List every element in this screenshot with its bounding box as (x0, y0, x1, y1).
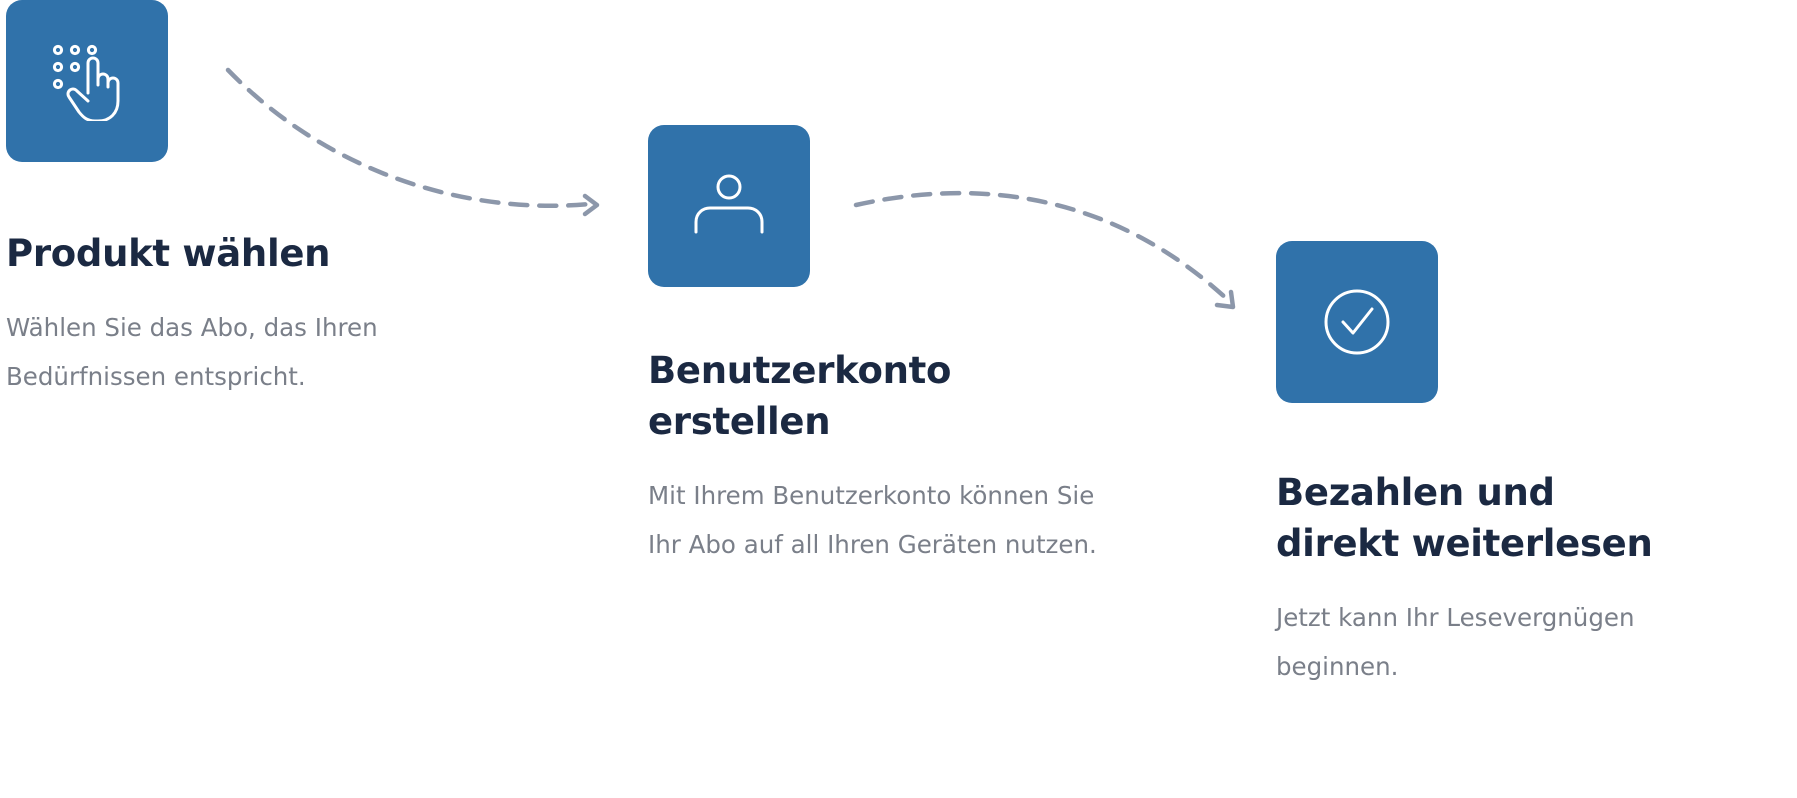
step-icon-box (1276, 241, 1438, 403)
step-pay-and-read: Bezahlen und direkt weiterlesen Jetzt ka… (1276, 241, 1676, 691)
step-choose-product: Produkt wählen Wählen Sie das Abo, das I… (6, 0, 426, 401)
step-create-account: Benutzerkonto erstellen Mit Ihrem Benutz… (648, 125, 1118, 569)
step-icon-box (648, 125, 810, 287)
step-title: Bezahlen und direkt weiterlesen (1276, 471, 1653, 565)
step-title: Benutzerkonto erstellen (648, 349, 952, 443)
user-icon (694, 174, 764, 234)
step-description: Wählen Sie das Abo, das Ihren Bedürfniss… (6, 313, 378, 391)
step-description: Jetzt kann Ihr Lesevergnügen beginnen. (1276, 603, 1635, 681)
step-icon-box (6, 0, 168, 162)
step-description: Mit Ihrem Benutzerkonto können Sie Ihr A… (648, 481, 1097, 559)
checkmark-circle-icon (1324, 289, 1390, 355)
hand-pointer-keypad-icon (52, 44, 120, 121)
step-title: Produkt wählen (6, 232, 331, 275)
